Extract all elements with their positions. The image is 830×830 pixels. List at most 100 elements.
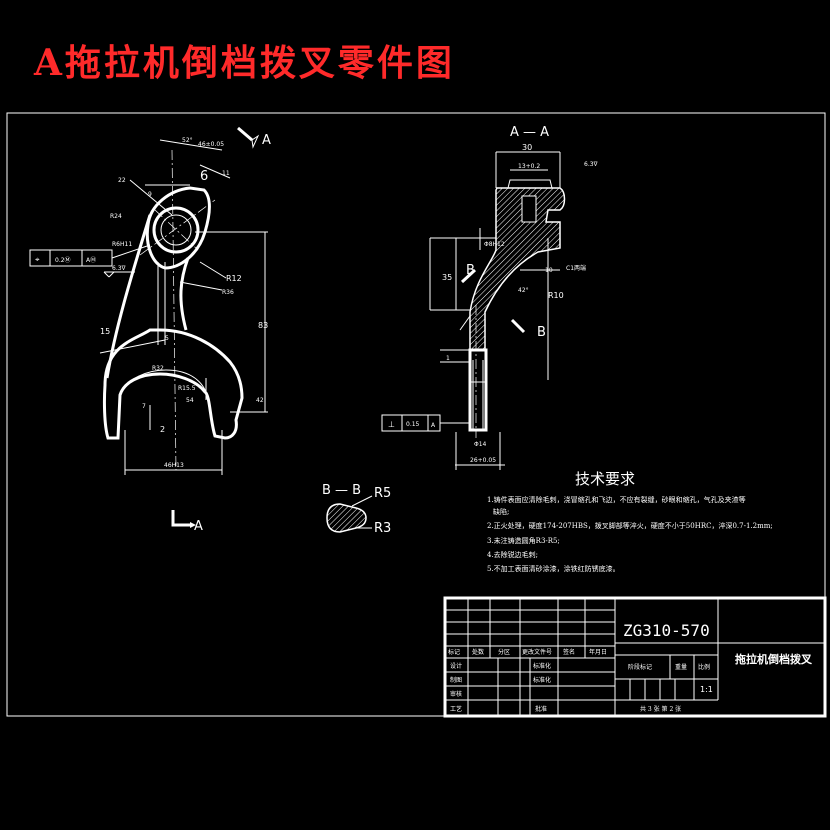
fork-outline — [102, 328, 244, 440]
dim-bb-r3: R3 — [374, 521, 391, 536]
tol-value: 0.2Ⓜ — [55, 256, 71, 264]
header-cell: 标记 — [448, 648, 460, 656]
dim-83: 83 — [258, 321, 268, 330]
boss-hole — [152, 206, 200, 254]
dim-top-width: 46±0.05 — [198, 141, 224, 148]
section-aa-title: A — A — [510, 125, 549, 140]
dim-aa-35: 35 — [442, 273, 452, 282]
dim-r6: R6H11 — [112, 241, 132, 248]
dim-bottom: 46H13 — [164, 462, 184, 469]
weight-label: 重量 — [675, 663, 687, 671]
std-cell: 标准化 — [533, 662, 551, 670]
sheet-count: 共 3 张 第 2 张 — [640, 705, 681, 713]
dim-aa-10: 10 — [545, 267, 553, 274]
bottom-arrow-letter: A — [194, 519, 203, 534]
requirement-line: 2.正火处理，硬度174-207HBS，拨叉脚部等淬火，硬度不小于50HRC，淬… — [487, 521, 773, 530]
std-cell: 标准化 — [533, 676, 551, 684]
dim-9: 9 — [148, 191, 152, 198]
header-cell: 分区 — [498, 648, 510, 656]
header-cell: 年月日 — [589, 648, 607, 656]
tol-aa-datum: A — [431, 422, 436, 429]
material: ZG310-570 — [623, 621, 710, 640]
stage-label: 阶段标记 — [628, 663, 652, 671]
dim-aa-30: 30 — [522, 143, 532, 152]
tol-symbol: ⌖ — [35, 255, 40, 264]
section-aa — [381, 151, 566, 470]
section-aa-labels: A — A 30 13+0.2 35 10 R10 C1两端 1 Φ8H12 Φ… — [388, 125, 599, 464]
row-cell: 制图 — [450, 676, 462, 684]
fork-boss — [145, 186, 211, 270]
main-view-labels: A A 52° 46±0.05 6 11 22 9 R24 R6H11 R12 … — [35, 133, 271, 534]
drawing-frame — [6, 112, 826, 717]
dim-r32: R32 — [152, 365, 164, 372]
section-bb — [326, 495, 373, 533]
view-arrow-top — [251, 134, 260, 149]
row-cell: 工艺 — [450, 705, 462, 713]
header-cell: 处数 — [472, 648, 484, 656]
tol-aa-symbol: ⊥ — [388, 420, 395, 429]
dim-11: 11 — [222, 170, 230, 177]
drawing-title: A拖拉机倒档拨叉零件图 — [34, 42, 455, 84]
tol-aa-value: 0.15 — [406, 421, 420, 428]
row-cell: 审核 — [450, 690, 462, 698]
requirement-line: 3.未注铸造圆角R3-R5; — [487, 536, 560, 545]
dim-aa-phi: Φ8H12 — [484, 241, 505, 248]
dim-r12: R12 — [226, 274, 242, 283]
row-cell: 设计 — [450, 662, 462, 670]
dim-7: 7 — [142, 403, 146, 410]
requirement-line: 5.不加工表面清砂涂漆，涂铁红防锈底漆。 — [487, 564, 620, 573]
dim-54: 54 — [186, 397, 194, 404]
title-block-labels: ZG310-570 拖拉机倒档拨叉 阶段标记 重量 比例 1:1 共 3 张 第… — [448, 621, 813, 713]
header-cell: 更改文件号 — [522, 648, 552, 656]
dim-15: 15 — [100, 327, 110, 336]
dim-aa-phi2: Φ14 — [474, 441, 487, 448]
fork-arm-left — [105, 214, 152, 379]
dim-2: 2 — [160, 425, 165, 434]
scale: 1:1 — [700, 685, 713, 694]
dim-r24: R24 — [110, 213, 122, 220]
requirement-line: 4.去除锐边毛刺; — [487, 550, 538, 559]
section-bb-labels: B — B R5 R3 — [322, 483, 391, 536]
requirements: 技术要求 1.铸件表面应清除毛刺，浇冒缩孔和飞边，不应有裂缝，砂眼和缩孔，气孔及… — [487, 470, 773, 573]
dim-angle: 52° — [182, 137, 193, 144]
dim-6: 6 — [200, 169, 208, 184]
view-arrow-bottom — [190, 522, 196, 528]
dim-42: 42 — [256, 397, 264, 404]
section-aa-top — [469, 187, 566, 351]
header-cell: 签名 — [563, 648, 575, 656]
roughness-main: 6.3∇ — [112, 265, 127, 272]
section-mark-b2: B — [537, 325, 546, 340]
section-bb-profile — [326, 503, 367, 533]
dim-r36: R36 — [222, 289, 234, 296]
dim-aa-angle: 42° — [518, 287, 529, 294]
fork-arm-right — [179, 257, 190, 331]
dim-5: 5 — [165, 335, 169, 342]
dim-22: 22 — [118, 177, 126, 184]
dim-aa-bottom: 26+0.05 — [470, 457, 496, 464]
requirements-heading: 技术要求 — [575, 470, 635, 488]
scale-label: 比例 — [698, 663, 710, 671]
title-block — [443, 596, 827, 718]
section-aa-slot — [521, 195, 537, 223]
dim-aa-r10: R10 — [548, 291, 564, 300]
requirement-line: 1.铸件表面应清除毛刺，浇冒缩孔和飞边，不应有裂缝，砂眼和缩孔，气孔及夹渣等 — [487, 495, 746, 504]
section-aa-slot-top — [507, 179, 553, 189]
dim-aa-c1: C1两端 — [566, 264, 586, 272]
tol-datum: AⓂ — [86, 256, 96, 264]
dim-aa-1: 1 — [446, 355, 450, 362]
std-cell: 批准 — [535, 705, 547, 713]
boss-hole-inner — [160, 214, 192, 246]
requirement-line: 缺陷; — [493, 507, 509, 516]
fork-inner-arc — [119, 369, 207, 397]
view-arrow-letter: A — [262, 133, 271, 148]
dim-r15-5: R15.5 — [178, 385, 196, 392]
main-view — [29, 126, 268, 528]
section-mark-b1: B — [466, 263, 475, 278]
section-aa-rod — [468, 348, 488, 432]
part-name: 拖拉机倒档拨叉 — [735, 652, 813, 666]
dim-bb-r5: R5 — [374, 486, 391, 501]
dim-aa-13: 13+0.2 — [518, 163, 540, 170]
roughness-aa: 6.3∇ — [584, 161, 599, 168]
section-bb-title: B — B — [322, 483, 361, 498]
